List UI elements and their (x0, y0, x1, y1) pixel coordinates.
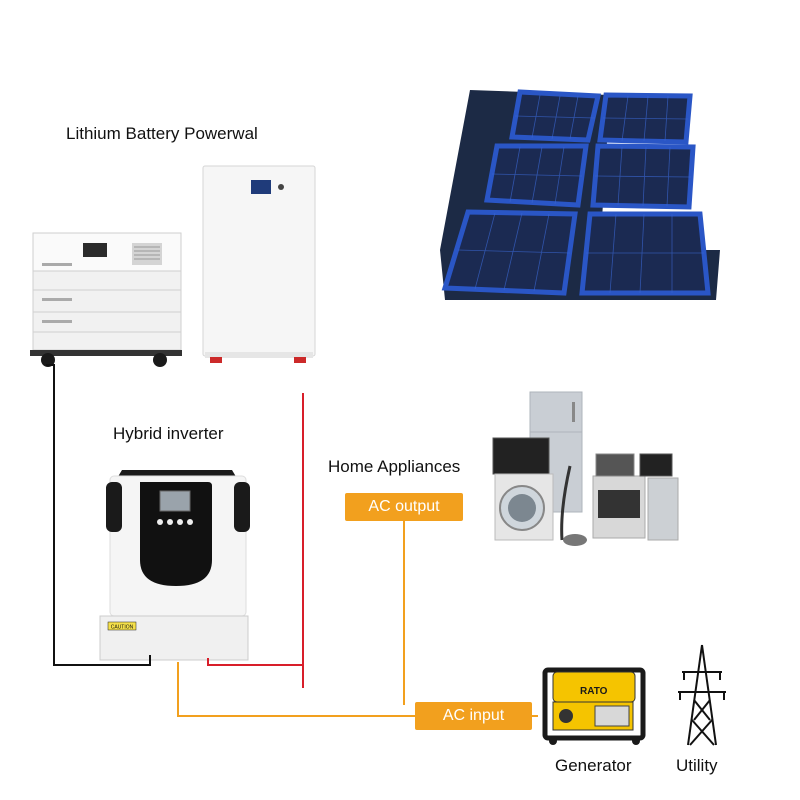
red-wire-inverter (207, 658, 303, 666)
utility-label: Utility (676, 756, 718, 775)
home-appliances-group (492, 391, 679, 546)
generator-label: Generator (555, 756, 632, 775)
appliances-label: Home Appliances (328, 457, 461, 476)
black-wire (46, 364, 151, 666)
caution-label: CAUTION (111, 625, 134, 631)
generator-unit: RATO (542, 667, 646, 745)
powerwall-battery-unit (202, 165, 316, 363)
utility-pylon-icon (678, 644, 726, 746)
stacked-battery-unit (30, 232, 182, 367)
ac-input-tag: AC input (415, 702, 532, 730)
inverter-label: Hybrid inverter (113, 424, 224, 443)
solar-panel-array (440, 89, 720, 300)
battery-label: Lithium Battery Powerwal (66, 124, 258, 143)
generator-brand-label: RATO (580, 686, 608, 697)
hybrid-inverter-unit: CAUTION (99, 470, 250, 661)
ac-output-tag: AC output (345, 493, 463, 521)
orange-wire-ac-input (177, 662, 416, 717)
